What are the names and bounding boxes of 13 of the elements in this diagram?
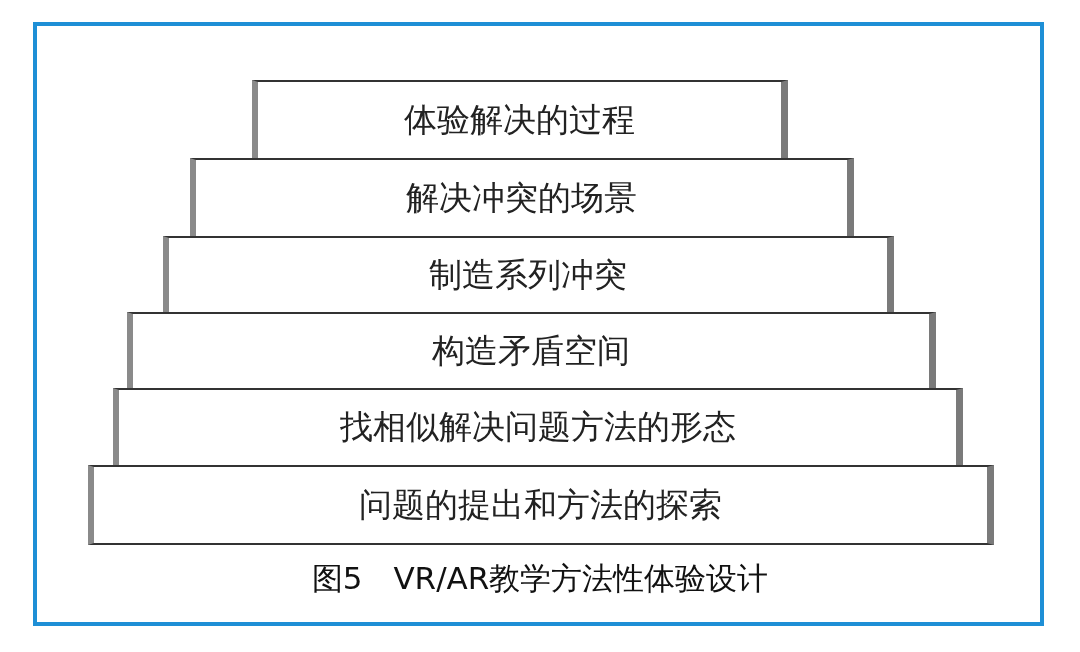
figure-caption: 图5 VR/AR教学方法性体验设计 xyxy=(311,560,769,596)
step-label: 解决冲突的场景 xyxy=(406,178,637,218)
step-box xyxy=(163,236,894,314)
step-box xyxy=(190,158,854,238)
step-label: 制造系列冲突 xyxy=(429,255,627,295)
step-box xyxy=(88,465,994,545)
step-label: 问题的提出和方法的探索 xyxy=(359,485,722,525)
step-label: 找相似解决问题方法的形态 xyxy=(339,408,736,447)
step-label: 构造矛盾空间 xyxy=(432,331,630,371)
step-box xyxy=(113,388,963,467)
step-box xyxy=(252,80,788,160)
step-box xyxy=(127,312,936,390)
step-label: 体验解决的过程 xyxy=(404,100,635,140)
